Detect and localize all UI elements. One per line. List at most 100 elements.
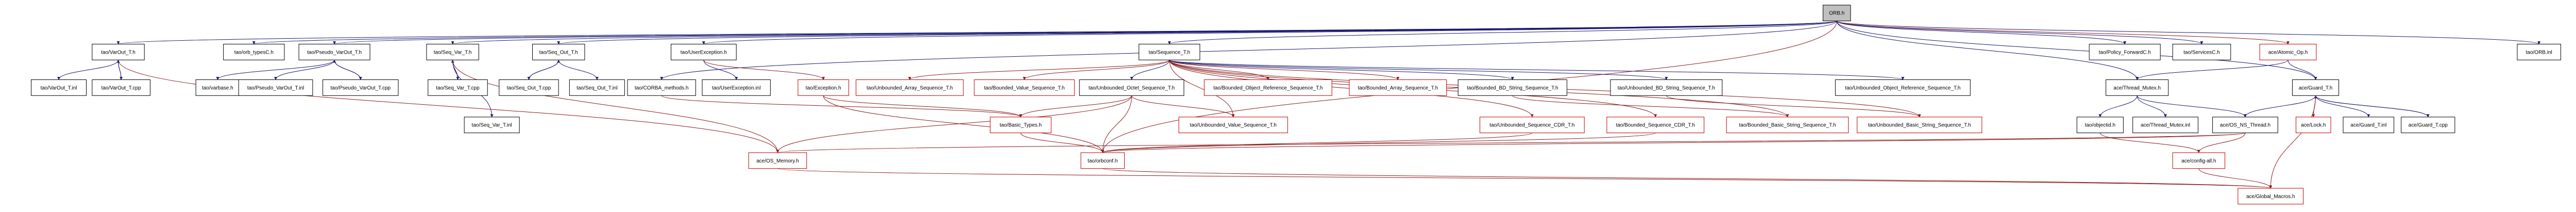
file-node-label: tao/Seq_Var_T.inl [472, 123, 512, 128]
include-edge-bnd_bd_string_seq_h-to-bnd_basic_string_seq_h [1512, 95, 1789, 118]
file-node-box [1857, 117, 1982, 134]
file-node-label: tao/objectid.h [2085, 123, 2116, 128]
include-edge-orb_h-to-atomic_op_h [1836, 21, 2290, 45]
file-node-label: tao/Bounded_Basic_String_Sequence_T.h [1739, 123, 1836, 128]
file-node-seq_out_h[interactable]: tao/Seq_Out_T.h [532, 43, 585, 60]
file-node-orb_h[interactable]: ORB.h [1822, 5, 1851, 22]
file-node-box [1822, 5, 1851, 22]
file-node-box [702, 79, 771, 96]
include-edge-userexception_h-to-exception_h [703, 59, 825, 80]
file-node-label: ace/Guard_T.inl [2350, 123, 2386, 128]
file-node-box [1610, 79, 1723, 96]
include-edge-unb_octet_seq_h-to-os_memory_h [776, 95, 1132, 153]
file-node-orbconf_h[interactable]: tao/orbconf.h [1080, 152, 1125, 169]
file-node-label: tao/Basic_Types.h [999, 123, 1042, 128]
file-node-varout_inl[interactable]: tao/VarOut_T.inl [31, 79, 87, 96]
include-edge-orb_h-to-varout_h [117, 21, 1837, 45]
file-node-bnd_basic_string_seq_h[interactable]: tao/Bounded_Basic_String_Sequence_T.h [1726, 117, 1849, 134]
file-node-bnd_objref_seq_h[interactable]: tao/Bounded_Object_Reference_Sequence_T.… [1204, 79, 1332, 96]
file-node-seq_out_inl[interactable]: tao/Seq_Out_T.inl [569, 79, 625, 96]
file-node-varout_h[interactable]: tao/VarOut_T.h [92, 43, 145, 60]
file-node-pseudo_varout_cpp[interactable]: tao/Pseudo_VarOut_T.cpp [323, 79, 399, 96]
file-node-unb_seq_cdr_h[interactable]: tao/Unbounded_Sequence_CDR_T.h [1479, 117, 1585, 134]
file-node-unb_bd_string_seq_h[interactable]: tao/Unbounded_BD_String_Sequence_T.h [1610, 79, 1723, 96]
file-node-userexception_h[interactable]: tao/UserException.h [670, 43, 737, 60]
file-node-unb_objref_seq_h[interactable]: tao/Unbounded_Object_Reference_Sequence_… [1835, 79, 1971, 96]
file-node-box [1458, 79, 1567, 96]
file-node-unb_basic_string_seq_h[interactable]: tao/Unbounded_Basic_String_Sequence_T.h [1857, 117, 1982, 134]
file-node-label: tao/Bounded_Value_Sequence_T.h [984, 85, 1065, 91]
include-edge-orb_h-to-policy_forwardc_h [1836, 21, 2127, 45]
file-node-global_macros_h[interactable]: ace/Global_Macros.h [2238, 188, 2304, 205]
include-edge-guard_cpp-to-guard_h [2314, 95, 2429, 118]
file-node-seq_var_cpp[interactable]: tao/Seq_Var_T.cpp [428, 79, 488, 96]
file-node-label: tao/Unbounded_Array_Sequence_T.h [867, 85, 953, 91]
file-node-unb_value_seq_h[interactable]: tao/Unbounded_Value_Sequence_T.h [1178, 117, 1288, 134]
file-node-seq_var_inl[interactable]: tao/Seq_Var_T.inl [464, 117, 520, 134]
file-node-box [990, 117, 1052, 134]
file-node-label: tao/Seq_Var_T.cpp [436, 85, 480, 91]
include-edge-local_thread_mutex_h-to-thread_mutex_inl [2137, 95, 2167, 118]
nodes-layer: ORB.h tao/VarOut_T.h tao/orb_typesC.h tao/P… [31, 5, 2561, 205]
file-node-label: tao/Bounded_Array_Sequence_T.h [1358, 85, 1438, 91]
file-node-seq_out_cpp[interactable]: tao/Seq_Out_T.cpp [499, 79, 559, 96]
file-node-bnd_array_seq_h[interactable]: tao/Bounded_Array_Sequence_T.h [1349, 79, 1447, 96]
file-node-box [1079, 79, 1184, 96]
file-node-pseudo_varout_inl[interactable]: tao/Pseudo_VarOut_T.inl [238, 79, 313, 96]
include-edge-corba_methods_h-to-basic_types_h [661, 95, 1022, 118]
file-node-seq_var_h[interactable]: tao/Seq_Var_T.h [426, 43, 479, 60]
include-edge-userexception_h-to-userexception_inl [703, 60, 738, 80]
file-node-label: ace/OS_NS_Thread.h [2220, 123, 2270, 128]
file-node-pseudo_varout_h[interactable]: tao/Pseudo_VarOut_T.h [298, 43, 370, 60]
file-node-box [974, 79, 1075, 96]
file-node-guard_h[interactable]: ace/Guard_T.h [2292, 79, 2340, 96]
file-node-unb_octet_seq_h[interactable]: tao/Unbounded_Octet_Sequence_T.h [1079, 79, 1184, 96]
include-edge-sequence_h-to-bnd_objref_seq_h [1169, 60, 1270, 80]
file-node-thread_mutex_inl[interactable]: ace/Thread_Mutex.inl [2132, 117, 2198, 134]
file-node-label: tao/VarOut_T.inl [41, 85, 77, 91]
file-node-local_thread_mutex_h[interactable]: ace/Thread_Mutex.h [2106, 79, 2169, 96]
include-edge-seq_out_cpp-to-seq_out_h [528, 59, 561, 80]
edges-layer [57, 21, 2540, 189]
include-edge-local_thread_mutex_h-to-os_ns_thread_h [2137, 95, 2247, 118]
file-node-exception_h[interactable]: tao/Exception.h [798, 79, 849, 96]
file-node-label: tao/VarOut_T.h [101, 50, 135, 55]
file-node-guard_inl[interactable]: ace/Guard_T.inl [2343, 117, 2395, 134]
include-edge-unb_octet_seq_h-to-orbconf_h [1101, 95, 1132, 153]
file-node-atomic_op_h[interactable]: ace/Atomic_Op.h [2259, 43, 2317, 60]
include-edge-orb_h-to-seq_var_h [451, 21, 1837, 45]
file-node-lock_h[interactable]: ace/Lock.h [2295, 117, 2331, 134]
file-node-varbase_h[interactable]: tao/varbase.h [195, 79, 240, 96]
include-edge-os_ns_thread_h-to-orbconf_h [1101, 133, 2246, 153]
file-node-label: ace/config-all.h [2181, 158, 2216, 164]
file-node-orb_typesc_h[interactable]: tao/orb_typesC.h [223, 43, 285, 60]
file-node-basic_types_h[interactable]: tao/Basic_Types.h [990, 117, 1052, 134]
file-node-bnd_seq_cdr_h[interactable]: tao/Bounded_Sequence_CDR_T.h [1606, 117, 1705, 134]
file-node-label: ace/Thread_Mutex.inl [2141, 123, 2190, 128]
file-node-corba_methods_h[interactable]: tao/CORBA_methods.h [627, 79, 696, 96]
file-node-box [428, 79, 488, 96]
file-node-box [1204, 79, 1332, 96]
file-node-os_ns_thread_h[interactable]: ace/OS_NS_Thread.h [2212, 117, 2278, 134]
file-node-config_all_h[interactable]: ace/config-all.h [2172, 152, 2226, 169]
file-node-box [499, 79, 559, 96]
file-node-label: tao/Seq_Out_T.h [539, 50, 578, 55]
file-node-label: ace/Guard_T.cpp [2409, 123, 2448, 128]
file-node-box [92, 79, 150, 96]
file-node-sequence_h[interactable]: tao/Sequence_T.h [1139, 43, 1200, 60]
include-edge-seq_out_h-to-seq_out_inl [558, 60, 599, 80]
file-node-servicesc_h[interactable]: tao/ServicesC.h [2172, 43, 2231, 60]
file-node-box [223, 43, 285, 60]
file-node-orb_inl[interactable]: tao/ORB.inl [2517, 43, 2561, 60]
file-node-unb_array_seq_h[interactable]: tao/Unbounded_Array_Sequence_T.h [856, 79, 964, 96]
file-node-guard_cpp[interactable]: ace/Guard_T.cpp [2401, 117, 2455, 134]
file-node-varout_cpp[interactable]: tao/VarOut_T.cpp [92, 79, 150, 96]
file-node-bnd_value_seq_h[interactable]: tao/Bounded_Value_Sequence_T.h [974, 79, 1075, 96]
file-node-tao_objectid_h[interactable]: tao/objectid.h [2076, 117, 2124, 134]
file-node-label: tao/Seq_Out_T.inl [577, 85, 618, 91]
file-node-os_memory_h[interactable]: ace/OS_Memory.h [748, 152, 807, 169]
file-node-bnd_bd_string_seq_h[interactable]: tao/Bounded_BD_String_Sequence_T.h [1458, 79, 1567, 96]
include-edge-bnd_seq_cdr_h-to-orbconf_h [1101, 133, 1656, 153]
file-node-policy_forwardc_h[interactable]: tao/Policy_ForwardC.h [2089, 43, 2161, 60]
file-node-userexception_inl[interactable]: tao/UserException.inl [702, 79, 771, 96]
